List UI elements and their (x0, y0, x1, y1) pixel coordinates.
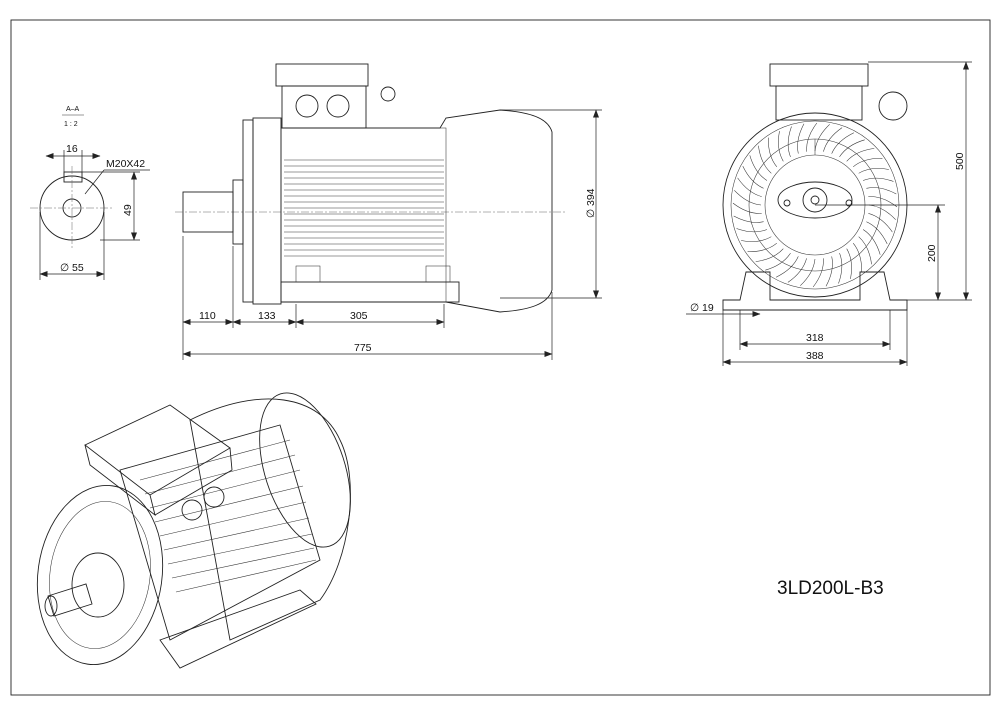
tapped-hole-label: M20X42 (106, 158, 145, 170)
fan-blade (797, 123, 805, 154)
fan-blade (806, 122, 818, 152)
fan-blade (737, 177, 762, 197)
fan-blade (741, 236, 772, 242)
flange-diameter-label: 394 (585, 188, 597, 206)
fan-blade (866, 221, 888, 245)
shaft-diameter-label: 55 (72, 262, 84, 274)
fan-blade (812, 258, 824, 288)
shaft-to-foot-hole-label: 133 (258, 310, 276, 322)
overall-length-label: 775 (354, 342, 372, 354)
fan-blade (775, 256, 799, 278)
fan-blade (768, 137, 778, 167)
fan-blade (787, 126, 792, 158)
fan-blade (839, 139, 865, 158)
fan-blade (868, 213, 893, 233)
side-view: ∅ 394 110 133 305 775 (175, 63, 602, 360)
fan-blade (755, 248, 784, 262)
foot-width-label: 388 (806, 350, 824, 362)
fan-blade (846, 148, 875, 162)
fan-blade (733, 215, 764, 223)
fan-blade (742, 165, 764, 189)
fan-blade (846, 248, 852, 279)
model-label: 3LD200L-B3 (777, 578, 884, 599)
fan-blade (858, 168, 889, 174)
fan-blade (747, 242, 777, 252)
key-width-label: 16 (66, 143, 78, 155)
drawing-frame (10, 19, 991, 696)
flange-diameter-symbol: ∅ (585, 209, 597, 218)
fan-blade (765, 252, 791, 271)
fan-blade (852, 243, 862, 273)
fan-blade (814, 124, 830, 152)
foot-hole-spacing-label: 305 (350, 310, 368, 322)
section-scale: 1 : 2 (64, 121, 78, 128)
fan-blade (823, 127, 843, 152)
key-depth-label: 49 (122, 204, 134, 216)
fan-blade (853, 158, 883, 168)
shaft-section-view: A–A 1 : 2 16 M20X42 49 ∅ 55 (30, 106, 150, 280)
fan-blade (732, 202, 762, 214)
foot-hole-diameter-label: 19 (702, 302, 714, 314)
shaft-height-label: 200 (926, 244, 938, 262)
fan-blade (749, 155, 768, 181)
fan-blade (787, 258, 807, 283)
fan-blade (862, 177, 894, 182)
fan-blade (736, 228, 768, 233)
fan-blade (868, 204, 896, 220)
fan-blade (800, 258, 816, 286)
fan-blade (858, 236, 872, 265)
foot-hole-diameter-symbol: ∅ (690, 302, 699, 314)
isometric-view (36, 392, 351, 669)
shaft-diameter-symbol: ∅ (60, 262, 69, 274)
fan-blade (758, 145, 772, 174)
fan-blade (831, 132, 855, 154)
overall-height-label: 500 (954, 152, 966, 170)
fan-blade (825, 256, 833, 287)
fan-blade (866, 187, 897, 195)
fan-blade (778, 131, 784, 162)
foot-hole-span-label: 318 (806, 332, 824, 344)
fan-blade (862, 229, 881, 255)
fan-blade (838, 252, 843, 284)
shaft-length-label: 110 (199, 310, 216, 322)
fan-blade (734, 190, 762, 206)
section-title: A–A (66, 106, 80, 113)
front-view: 500 200 ∅ 19 318 388 (686, 61, 972, 366)
